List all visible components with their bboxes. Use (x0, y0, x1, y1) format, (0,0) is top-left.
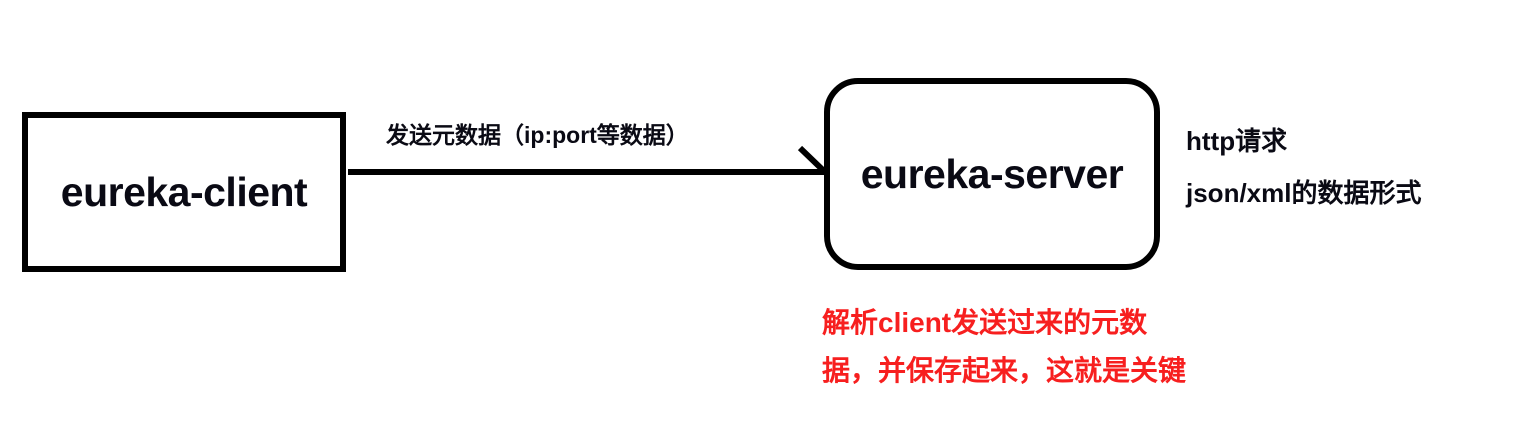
edge-label-send-metadata: 发送元数据（ip:port等数据） (386, 122, 689, 148)
annotation-json-xml-format: json/xml的数据形式 (1186, 178, 1422, 208)
node-eureka-client-label: eureka-client (60, 168, 308, 215)
annotation-http-request: http请求 (1186, 126, 1288, 156)
node-eureka-client[interactable]: eureka-client (22, 112, 346, 272)
node-eureka-server-label: eureka-server (860, 150, 1124, 197)
arrow-head-icon (797, 145, 829, 176)
node-eureka-server[interactable]: eureka-server (824, 78, 1160, 270)
annotation-parse-metadata-line2: 据，并保存起来，这就是关键 (822, 355, 1187, 386)
annotation-parse-metadata-line1: 解析client发送过来的元数 (822, 307, 1148, 338)
edge-client-to-server-arrow (348, 145, 829, 176)
